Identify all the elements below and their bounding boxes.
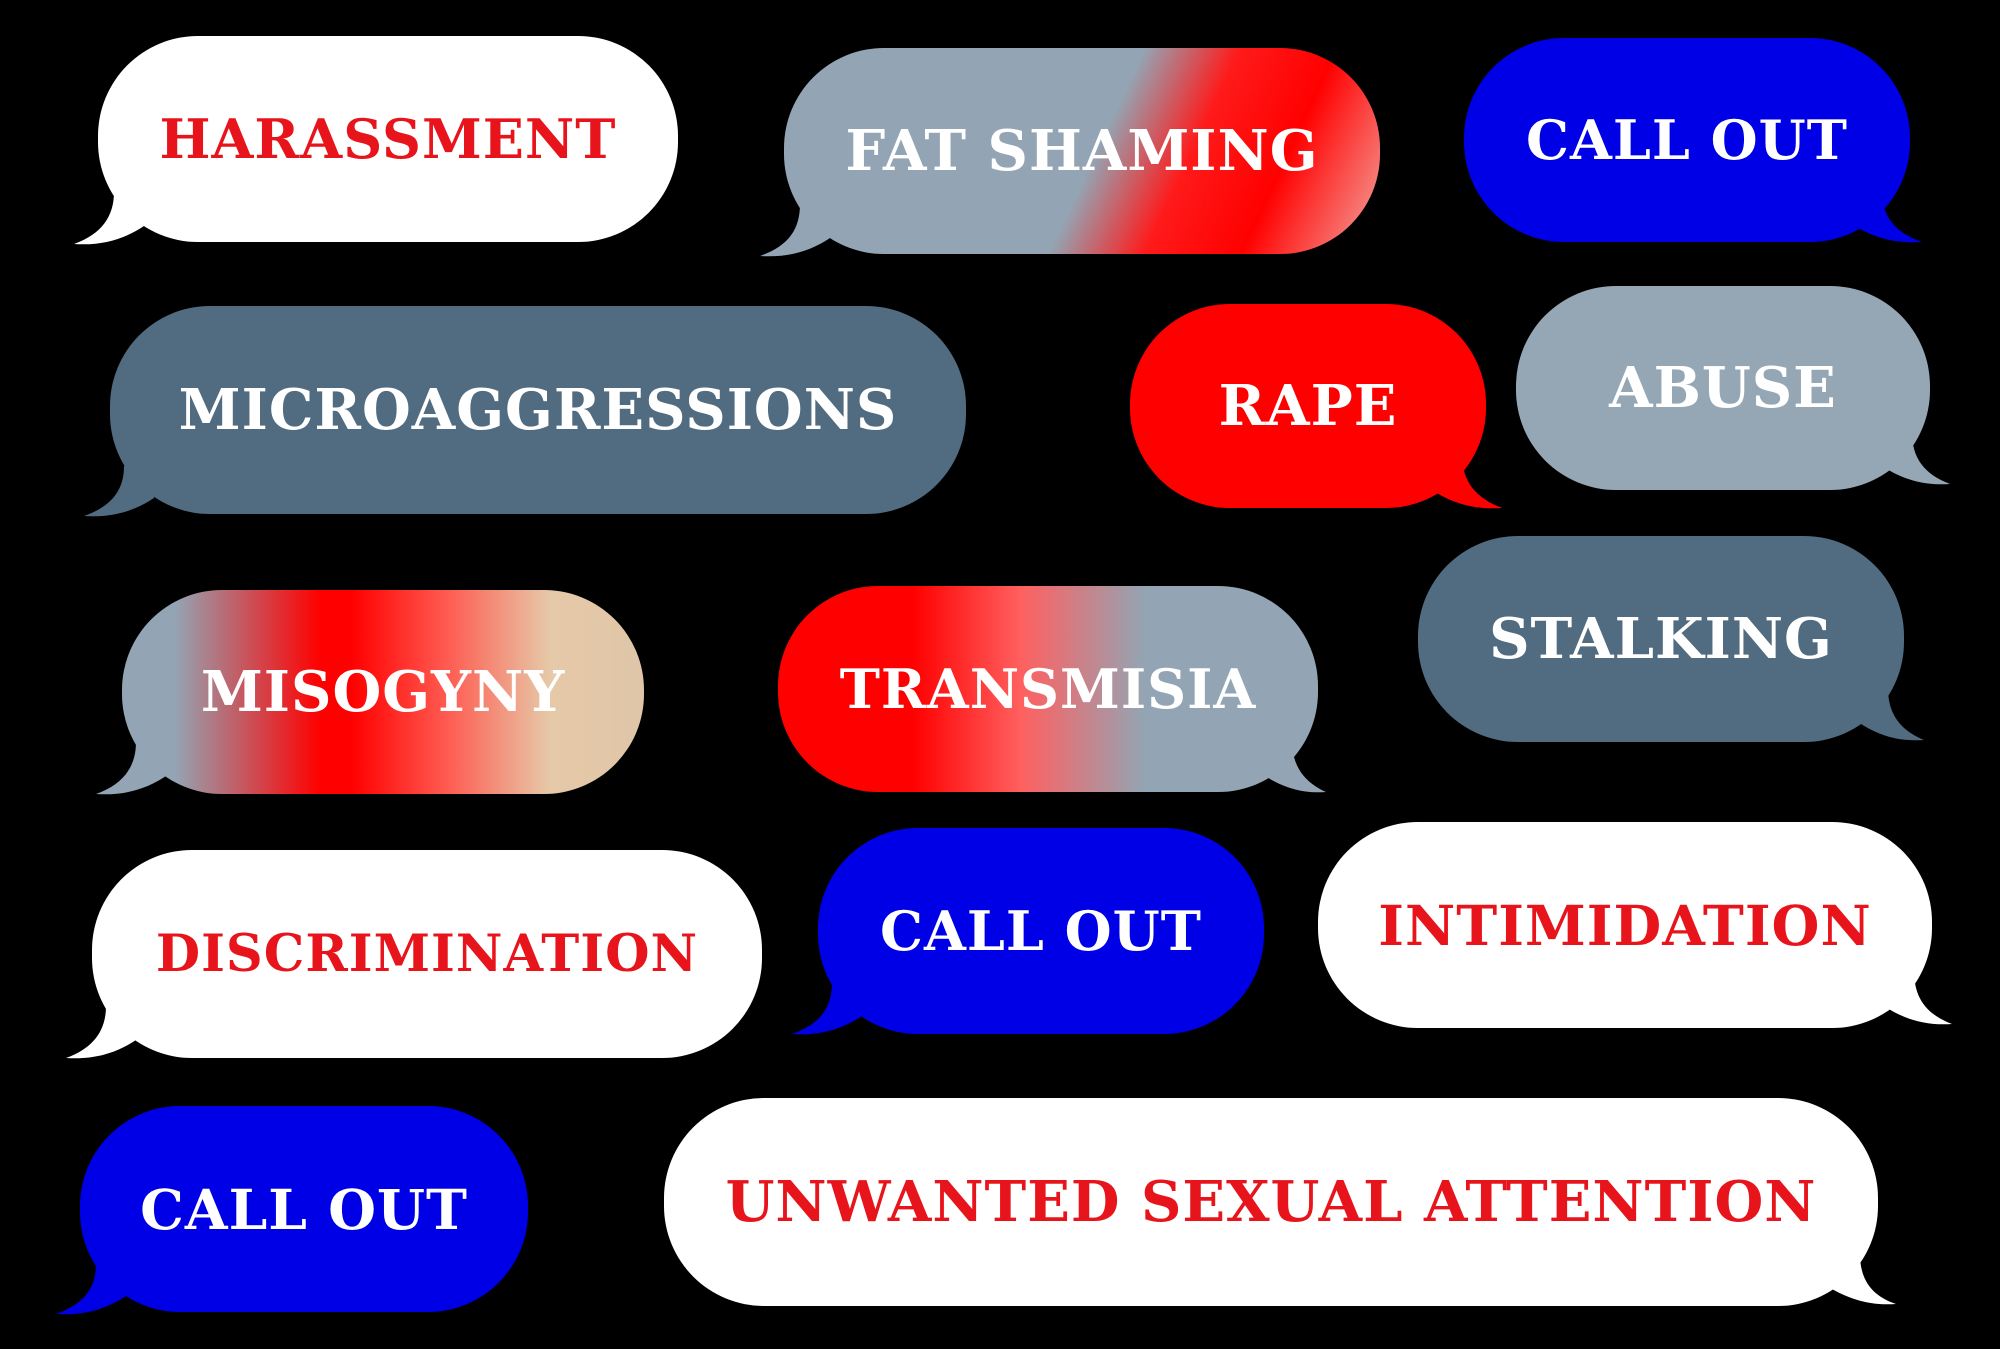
- bubble-fat-shaming: FAT SHAMING: [760, 48, 1380, 257]
- bubble-harassment: HARASSMENT: [74, 36, 678, 245]
- bubble-rape: RAPE: [1130, 304, 1502, 509]
- bubble-abuse: ABUSE: [1516, 286, 1950, 490]
- bubble-intimidation: INTIMIDATION: [1318, 822, 1952, 1028]
- bubble-transmisia: TRANSMISIA: [778, 586, 1326, 793]
- bubble-label: CALL OUT: [880, 899, 1202, 963]
- bubble-label: FAT SHAMING: [845, 118, 1319, 184]
- bubble-misogyny: MISOGYNY: [96, 590, 644, 795]
- bubble-call-out-1: CALL OUT: [1464, 38, 1922, 243]
- bubble-label: CALL OUT: [140, 1176, 468, 1242]
- bubble-label: HARASSMENT: [159, 107, 617, 171]
- bubble-call-out-3: CALL OUT: [56, 1106, 528, 1315]
- bubble-label: CALL OUT: [1526, 108, 1848, 172]
- bubble-label: MICROAGGRESSIONS: [178, 377, 898, 443]
- bubble-label: MISOGYNY: [200, 659, 566, 725]
- bubble-label: UNWANTED SEXUAL ATTENTION: [725, 1169, 1817, 1235]
- bubble-microaggressions: MICROAGGRESSIONS: [84, 306, 966, 517]
- bubble-unwanted-sexual-attention: UNWANTED SEXUAL ATTENTION: [664, 1098, 1896, 1306]
- bubble-label: INTIMIDATION: [1378, 892, 1872, 958]
- bubble-label: TRANSMISIA: [839, 657, 1257, 721]
- bubble-stalking: STALKING: [1418, 536, 1924, 742]
- bubble-discrimination: DISCRIMINATION: [66, 850, 762, 1059]
- bubble-call-out-2: CALL OUT: [792, 828, 1264, 1035]
- bubble-label: RAPE: [1218, 373, 1398, 439]
- bubble-label: ABUSE: [1609, 355, 1837, 421]
- bubble-label: DISCRIMINATION: [155, 923, 699, 984]
- bubble-label: STALKING: [1489, 606, 1833, 672]
